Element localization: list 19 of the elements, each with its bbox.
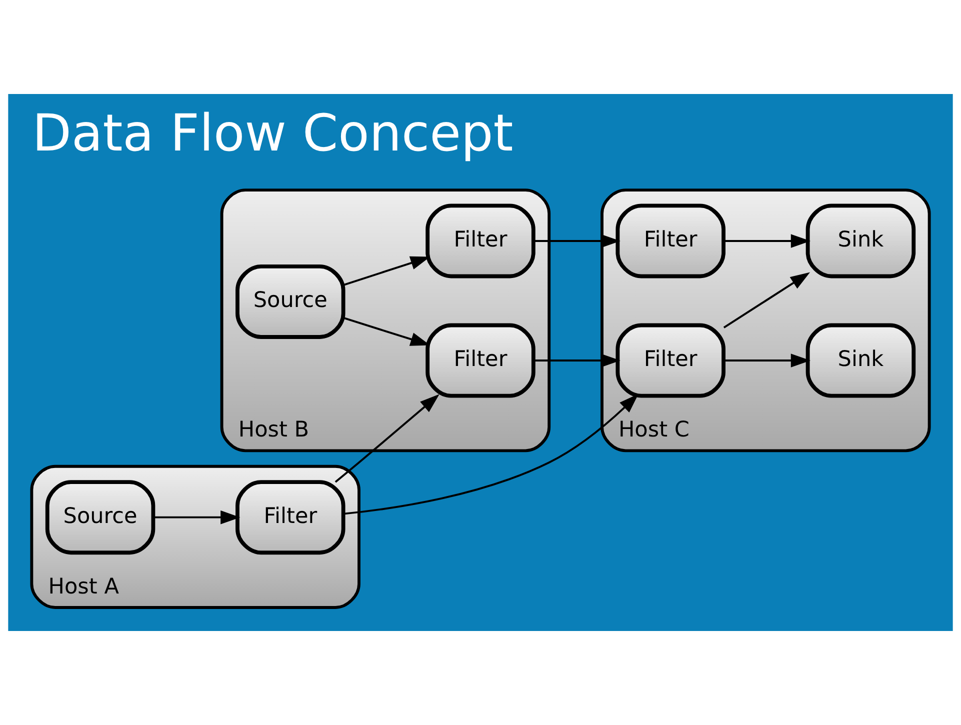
node-box: Filter (616, 323, 726, 398)
node-box: Sink (806, 204, 916, 278)
node-box: Filter (426, 204, 536, 278)
arrow (154, 510, 240, 524)
arrow (724, 234, 810, 248)
diagram-title: Data Flow Concept (32, 104, 514, 164)
node-box: Source (236, 264, 346, 339)
arrow (534, 354, 620, 368)
node-box: Filter (616, 204, 726, 278)
arrow (343, 317, 430, 346)
node-box: Source (45, 480, 156, 555)
arrow (534, 234, 620, 248)
arrow (343, 394, 639, 515)
arrow (724, 354, 810, 368)
node-box: Filter (236, 480, 346, 555)
arrow (334, 394, 440, 483)
node-box: Filter (426, 323, 536, 398)
node-box: Sink (806, 323, 916, 398)
arrow (723, 272, 810, 328)
